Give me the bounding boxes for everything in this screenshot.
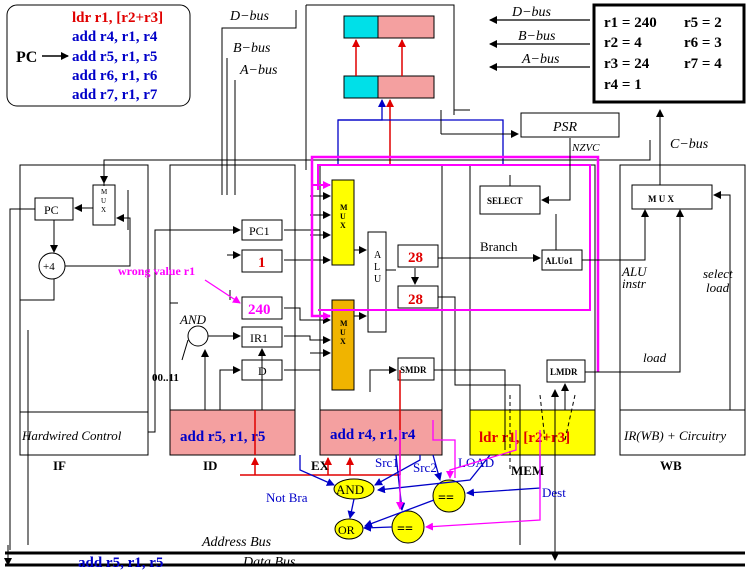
and-label-id: AND: [179, 312, 207, 327]
wrong-value-arrow: [204, 279, 241, 304]
and-gate-id: [187, 325, 209, 347]
reg-r7: r7 = 4: [684, 56, 722, 72]
lmdr-label: LMDR: [550, 367, 578, 377]
alu-out-28: 28: [408, 250, 423, 266]
hazard-eq-1: [432, 479, 466, 513]
b-bus-label-right: B−bus: [518, 29, 556, 44]
regfile-pink-2: [377, 75, 435, 99]
bottom-instr-label: add r5, r1, r5: [78, 555, 163, 571]
mem-instr-box: [469, 409, 596, 456]
hardwired-control-label: Hardwired Control: [21, 428, 122, 443]
wrong-value-label: wrong value r1: [118, 264, 195, 278]
reg-r1: r1 = 240: [604, 15, 657, 31]
regfile-cyan-1: [343, 15, 379, 39]
instruction-list-box: [6, 4, 191, 107]
reg-val-1-box: [241, 249, 283, 273]
ir1-label: IR1: [250, 331, 268, 345]
reg-r4: r4 = 1: [604, 77, 642, 93]
data-bus-label: Data Bus: [242, 555, 296, 570]
hazard-or-label: OR: [338, 523, 355, 537]
select-load-label-1: select: [703, 266, 733, 281]
a-bus-label: A−bus: [239, 63, 278, 78]
dest-label: Dest: [542, 485, 566, 500]
regfile-pink-1: [377, 15, 435, 39]
instr-line-4: add r6, r1, r6: [72, 68, 158, 84]
ex-mux-bottom: [331, 299, 355, 391]
load-label: load: [643, 350, 667, 365]
plus4-label: +4: [43, 261, 55, 273]
ex-mux-top: [331, 179, 355, 266]
src2-label: Src2: [413, 460, 437, 475]
address-bus-label: Address Bus: [201, 535, 272, 550]
stage-wb: WB: [660, 458, 682, 473]
forwarding-path-magenta: [310, 155, 600, 372]
b-bus-label: B−bus: [233, 41, 271, 56]
stage-ex: EX: [311, 458, 330, 473]
alu-instr-label-1: ALU: [621, 264, 648, 279]
reg-r3: r3 = 24: [604, 56, 650, 72]
wb-instr-label: IR(WB) + Circuitry: [623, 428, 726, 443]
d-bus-label: D−bus: [229, 9, 270, 24]
wb-instr-box: [619, 409, 746, 456]
reg-r5: r5 = 2: [684, 15, 722, 31]
pc1-register: [241, 219, 283, 241]
id-instr-box: [169, 409, 296, 456]
wb-mux: [631, 184, 713, 210]
pc-label: PC: [16, 49, 37, 66]
aluo1-label: ALUo1: [545, 256, 574, 266]
bits-label: 00..11: [152, 372, 179, 384]
pc1-label: PC1: [249, 224, 270, 238]
select-label: SELECT: [487, 196, 523, 206]
alu-block: [367, 231, 387, 333]
ex-instr-label: add r4, r1, r4: [330, 427, 416, 443]
smdr-label: SMDR: [400, 365, 427, 375]
ir1-register: [241, 326, 283, 348]
instr-line-2: add r4, r1, r4: [72, 29, 158, 45]
hazard-eq-1-label: ==: [438, 491, 454, 506]
psr-register: [520, 112, 620, 138]
reg-val-240: 240: [248, 302, 271, 318]
hazard-or-gate: [334, 518, 364, 540]
hazard-eq-2-label: ==: [397, 522, 413, 537]
id-instr-label: add r5, r1, r5: [180, 429, 265, 445]
ex-instr-box: [319, 409, 443, 456]
d-bus-label-right: D−bus: [511, 5, 552, 20]
a-bus-label-right: A−bus: [521, 52, 560, 67]
reg-val-1: 1: [258, 255, 266, 271]
reg-r2: r2 = 4: [604, 35, 642, 51]
instr-line-1: ldr r1, [r2+r3]: [72, 10, 163, 26]
instr-line-5: add r7, r1, r7: [72, 87, 158, 103]
alu-out-28b: 28: [408, 292, 423, 308]
psr-label: PSR: [552, 120, 578, 135]
stage-mem: MEM: [511, 463, 544, 478]
register-values-box: [592, 3, 746, 104]
stage-if: IF: [53, 458, 66, 473]
not-bra-label: Not Bra: [266, 490, 308, 505]
pc-register-label: PC: [44, 203, 59, 217]
branch-label: Branch: [480, 239, 518, 254]
alu-instr-label-2: instr: [622, 276, 647, 291]
reg-val-240-box: [241, 296, 283, 320]
src1-label: Src1: [375, 455, 399, 470]
nzvc-label: NZVC: [571, 142, 600, 154]
c-bus-label: C−bus: [670, 137, 709, 152]
select-block: [479, 185, 541, 215]
select-load-label-2: load: [706, 280, 730, 295]
reg-r6: r6 = 3: [684, 35, 722, 51]
regfile-cyan-2: [343, 75, 379, 99]
instr-line-3: add r5, r1, r5: [72, 49, 157, 65]
hazard-and-label: AND: [336, 482, 364, 497]
lmdr-register: [546, 359, 586, 383]
alu-out-28-box: [397, 244, 439, 268]
mem-instr-label: ldr r1, [r2+r3]: [479, 430, 570, 446]
smdr-register: [397, 357, 435, 381]
hardwired-control-box: [19, 411, 149, 456]
wb-mux-label: M U X: [648, 194, 674, 204]
stage-id: ID: [203, 458, 217, 473]
